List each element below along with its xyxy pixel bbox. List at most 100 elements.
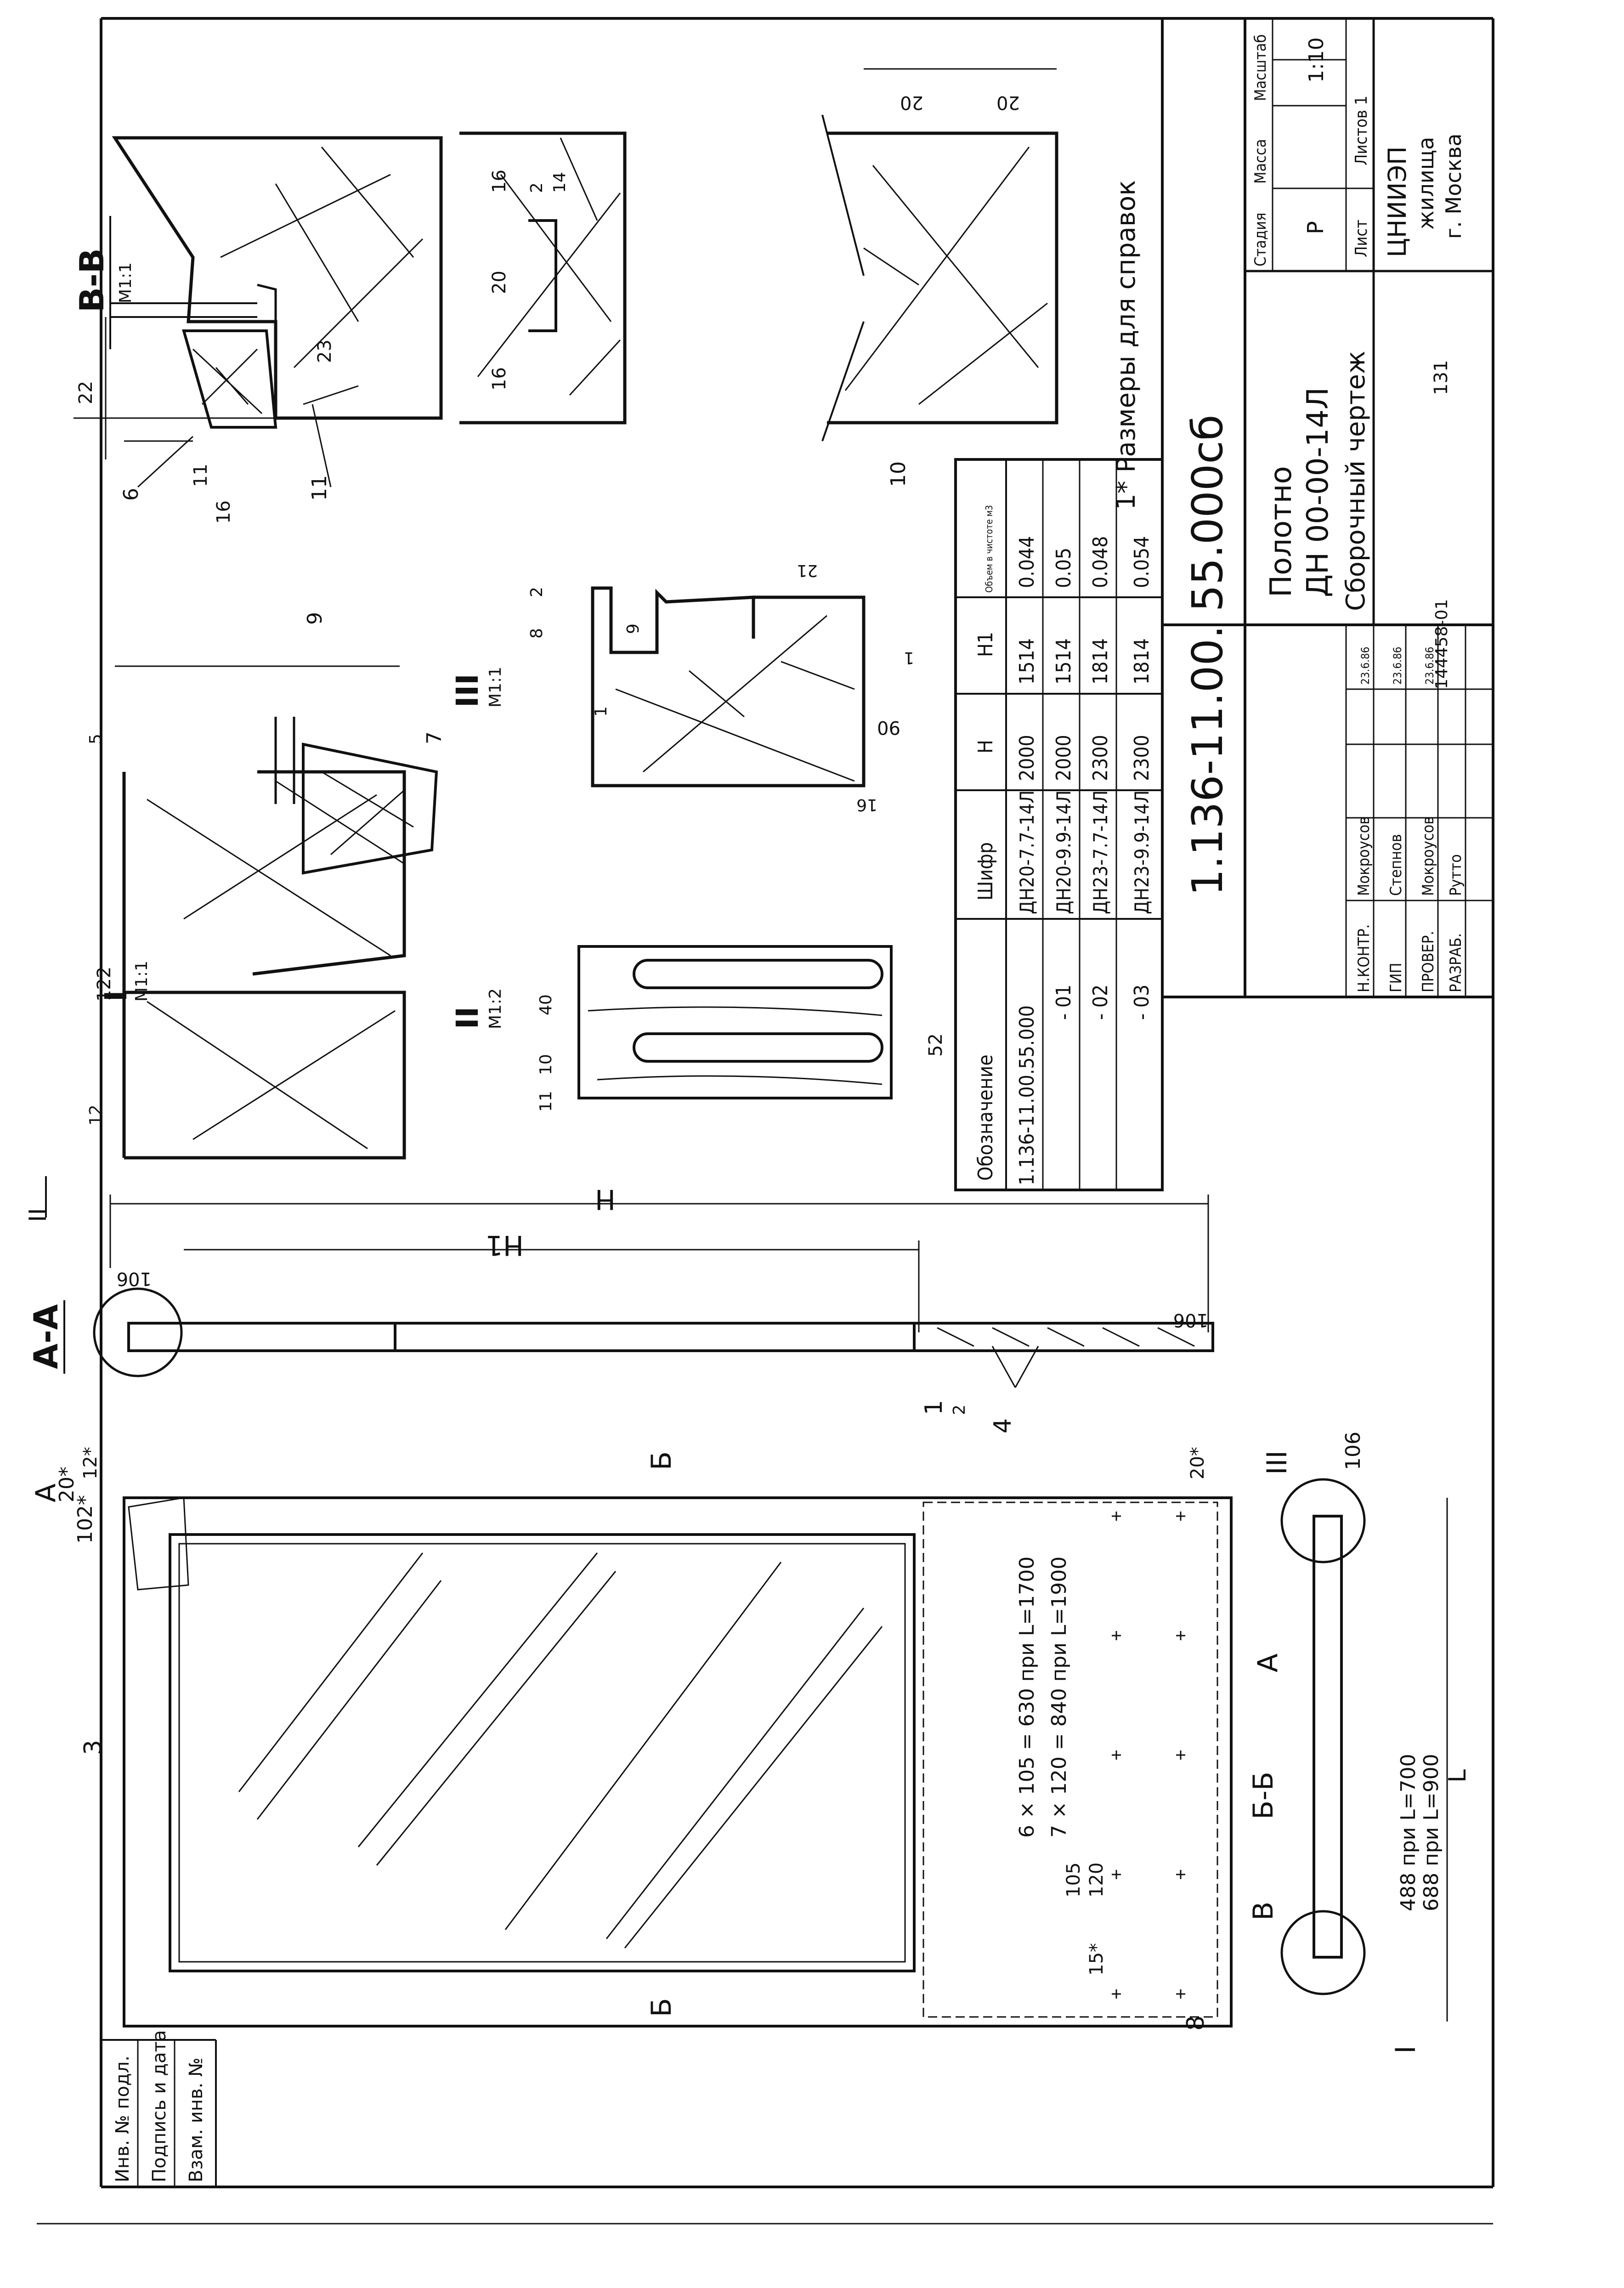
dim-bb-20: 20	[489, 271, 510, 294]
dim-bb-20a: 20	[900, 92, 923, 113]
ref-sec3: III	[1261, 1450, 1293, 1475]
td-r3-c1: ДН23-9.9-14Л	[1131, 790, 1153, 914]
dim-s2-40: 40	[537, 994, 555, 1015]
role-2-name: Мокроусов	[1419, 816, 1437, 896]
th-volume: Объем в чистоте м3	[984, 505, 995, 593]
sheet-frame	[37, 17, 1494, 2225]
callout-3: 3	[79, 1740, 107, 1755]
role-2-date: 23.6.86	[1423, 647, 1436, 685]
dim-15star: 15*	[1086, 1943, 1107, 1976]
dim-vv-11: 11	[190, 464, 211, 487]
section-2-scale: М1:2	[486, 988, 505, 1029]
dim-vv-23: 23	[314, 340, 335, 363]
dim-aa-106a: 106	[117, 1268, 152, 1289]
section-vv-scale: М1:1	[116, 262, 135, 303]
role-3: РАЗРАБ.	[1447, 933, 1465, 992]
td-r1-c4: 0.05	[1052, 548, 1075, 588]
td-r2-c4: 0.048	[1089, 536, 1112, 588]
callout-6: 6	[119, 488, 143, 501]
col-scale: Масштаб	[1251, 34, 1270, 101]
dim-s1-12: 12	[86, 1104, 105, 1126]
td-r0-c0: 1.136-11.00.55.000	[1015, 1005, 1039, 1185]
marker-a-top: А	[30, 1484, 62, 1502]
document-code: 1.136-11.00. 55.000сб	[1183, 414, 1232, 896]
dim-s1-5: 5	[86, 734, 105, 744]
td-r1-c1: ДН20-9.9-14Л	[1052, 790, 1075, 914]
td-r2-c3: 1814	[1089, 638, 1112, 685]
marker-b-bottom: Б	[645, 1998, 678, 2017]
left-stamp: Инв. № подл. Подпись и дата Взам. инв. №	[100, 2030, 217, 2188]
callout-9: 9	[303, 612, 327, 625]
dim-12star: 12*	[80, 1447, 101, 1479]
section-2-label: II	[450, 1007, 485, 1029]
td-r1-c3: 1514	[1052, 638, 1075, 685]
page-number: 131	[1431, 360, 1452, 395]
dim-s3-1: 1	[904, 648, 914, 667]
role-3-name: Рутто	[1447, 854, 1465, 896]
dim-s3-8: 8	[527, 628, 546, 639]
dim-20star-bottom: 20*	[1187, 1447, 1208, 1479]
dim-20star: 20*	[55, 1467, 79, 1502]
dim-bb-16b: 16	[489, 367, 510, 391]
inventory-number: 144458-01	[1432, 599, 1451, 689]
td-r1-c2: 2000	[1052, 735, 1075, 781]
door-front-view: 6 × 105 = 630 при L=1700 7 × 120 = 840 п…	[30, 1400, 1284, 2031]
td-r0-c1: ДН20-7.7-14Л	[1016, 790, 1038, 914]
section-a-a: А-А II H H1 106 106 4	[24, 1176, 1214, 1433]
title-line-2: ДН 00-00-14Л	[1301, 387, 1335, 597]
td-r3-c3: 1814	[1130, 638, 1154, 685]
dim-bb-2: 2	[527, 182, 546, 193]
dim-aa-H1: H1	[486, 1229, 524, 1261]
org-line-3: г. Москва	[1441, 133, 1466, 239]
callout-1-sub: 2	[950, 1405, 969, 1415]
role-0-date: 23.6.86	[1359, 647, 1372, 685]
dim-105: 105	[1063, 1863, 1084, 1897]
section-aa-label: А-А	[27, 1304, 65, 1369]
marker-a-bottom: А	[1252, 1654, 1284, 1672]
stage-value: Р	[1303, 221, 1329, 234]
dim-s3-1b: 1	[592, 706, 611, 717]
dim-s2-52: 52	[925, 1033, 946, 1057]
callout-1: 1	[920, 1400, 948, 1415]
dim-aa-106b: 106	[1173, 1309, 1208, 1331]
th-h1: Н1	[974, 632, 997, 657]
section-3-label: III	[450, 674, 485, 708]
dim-s3-90: 90	[877, 717, 900, 738]
hinge-dim-1: 6 × 105 = 630 при L=1700	[1015, 1557, 1039, 1838]
section-3-scale: М1:1	[486, 667, 505, 708]
td-r1-c0: - 01	[1052, 985, 1075, 1020]
td-r2-c1: ДН23-7.7-14Л	[1089, 790, 1112, 914]
td-r3-c4: 0.054	[1130, 536, 1154, 588]
dim-s3-16: 16	[856, 795, 877, 814]
callout-8: 8	[1182, 2016, 1210, 2031]
dim-s3-2: 2	[527, 587, 546, 597]
section-b-b: В-В М1:1 22 16 11 23 6 11 16 20 16 2 14	[73, 68, 1058, 524]
dim-bb-20b: 20	[996, 92, 1020, 113]
title-block: 1.136-11.00. 55.000сб Полотно ДН 00-00-1…	[1161, 18, 1493, 998]
stamp-inv-label: Инв. № подл.	[112, 2056, 133, 2182]
role-1-date: 23.6.86	[1391, 647, 1404, 685]
role-0-name: Мокроусов	[1355, 816, 1373, 896]
dim-688: 688 при L=900	[1420, 1754, 1443, 1911]
marker-b-top: Б	[645, 1451, 678, 1470]
role-0: Н.КОНТР.	[1355, 924, 1373, 992]
callout-10: 10	[887, 461, 910, 487]
section-2: II М1:2 40 10 11 52	[450, 945, 946, 1112]
col-stage: Стадия	[1251, 213, 1270, 266]
th-h: Н	[974, 740, 997, 753]
dim-120: 120	[1086, 1863, 1107, 1897]
callout-4: 4	[989, 1418, 1017, 1433]
section-bb-label: Б-Б	[1247, 1772, 1279, 1819]
td-r2-c0: - 02	[1089, 985, 1112, 1020]
role-2: ПРОВЕР.	[1419, 931, 1437, 992]
section-bb-width: 488 при L=700 688 при L=900 L 106 III I	[1261, 1432, 1471, 2054]
dim-aa-H: H	[595, 1183, 616, 1215]
stamp-replace-label: Взам. инв. №	[186, 2057, 207, 2182]
title-line-1: Полотно	[1264, 466, 1298, 597]
section-1: I М1:1 122 12 5 9 7	[86, 612, 446, 1160]
dim-bb-16a: 16	[489, 170, 510, 193]
section-1-scale: М1:1	[132, 961, 151, 1002]
td-r0-c3: 1514	[1015, 638, 1039, 685]
dim-bb-14: 14	[550, 172, 569, 193]
